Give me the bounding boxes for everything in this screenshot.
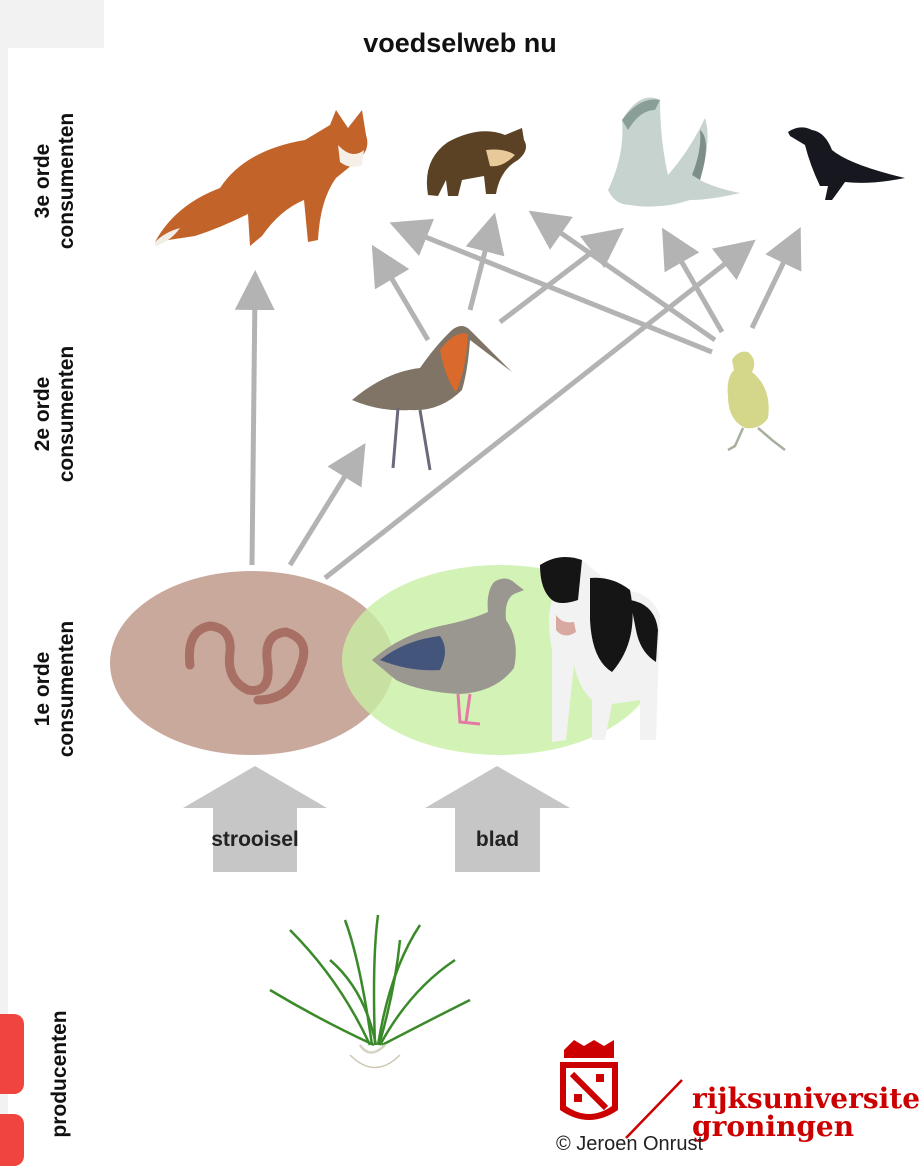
feeding-arrows <box>252 222 792 578</box>
fox-icon <box>155 110 367 246</box>
photo-credit: © Jeroen Onrust <box>556 1133 703 1156</box>
arrow-chick-to-crow <box>752 245 792 328</box>
godwit-chick-icon <box>728 352 785 450</box>
university-seal-icon <box>560 1040 618 1120</box>
arrow-worm-to-hawk <box>325 252 740 578</box>
arrow-godwit-to-hawk-a <box>470 232 490 310</box>
leaf-flow-arrow <box>425 766 570 872</box>
marten-icon <box>427 128 526 196</box>
crow-icon <box>788 127 905 200</box>
cow-icon <box>540 557 660 742</box>
logo-divider <box>626 1080 682 1138</box>
leaf-flow-label: blad <box>425 828 570 852</box>
hawk-icon <box>608 98 740 207</box>
grass-icon <box>270 915 470 1068</box>
arrow-chick-to-hawk <box>672 245 722 332</box>
arrow-godwit-to-marten <box>382 262 428 340</box>
litter-flow-label: strooisel <box>183 828 327 852</box>
litter-flow-arrow <box>183 766 327 872</box>
arrow-worm-to-fox <box>252 290 255 565</box>
arrow-worm-to-godwit <box>290 460 355 565</box>
university-name-line2: groningen <box>692 1112 854 1142</box>
arrow-chick-to-marten <box>545 222 715 340</box>
